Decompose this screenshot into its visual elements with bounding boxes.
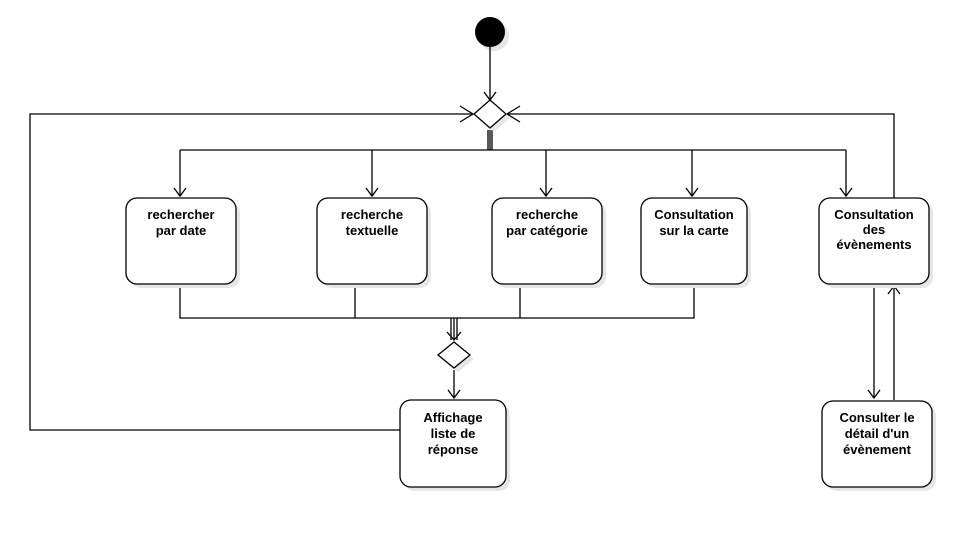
arrowhead xyxy=(447,389,461,400)
activity-label-line: par date xyxy=(156,223,207,238)
arrowhead xyxy=(685,187,699,198)
activity-recherche-textuelle: recherche textuelle xyxy=(316,197,431,288)
edge-results-loop xyxy=(29,113,473,431)
activity-label-line: Consultation xyxy=(654,207,733,222)
activity-label-line: sur la carte xyxy=(659,223,728,238)
activity-label-line: recherche xyxy=(516,207,578,222)
arrowhead xyxy=(839,187,853,198)
merge-node-top xyxy=(473,99,510,132)
arrowhead xyxy=(446,331,462,341)
activity-label-line: des xyxy=(863,222,885,237)
activity-label-line: réponse xyxy=(428,442,479,457)
activity-consulter-le-detail: Consulter le détail d'un évènement xyxy=(821,400,936,491)
activity-consultation-des-evenements: Consultation des évènements xyxy=(818,197,933,288)
arrowhead xyxy=(867,389,881,400)
activity-label-line: Consultation xyxy=(834,207,913,222)
activity-affichage-liste-de-reponse: Affichage liste de réponse xyxy=(399,399,510,491)
activity-label-line: évènements xyxy=(836,237,911,252)
activity-label-line: détail d'un xyxy=(845,426,910,441)
activity-label-line: rechercher xyxy=(147,207,214,222)
activity-consultation-sur-la-carte: Consultation sur la carte xyxy=(640,197,751,288)
arrowhead xyxy=(173,187,187,198)
edges xyxy=(29,47,901,431)
arrowhead xyxy=(539,187,553,198)
activity-rechercher-par-date: rechercher par date xyxy=(125,197,240,288)
activity-label-line: textuelle xyxy=(346,223,399,238)
join-bar xyxy=(179,284,695,319)
activity-label-line: Affichage xyxy=(423,410,482,425)
edge-events-loop xyxy=(507,113,895,198)
start-node xyxy=(475,17,505,47)
arrowhead xyxy=(505,105,521,123)
activity-label-line: liste de xyxy=(431,426,476,441)
arrowhead xyxy=(365,187,379,198)
arrowhead xyxy=(459,105,475,123)
activity-label-line: évènement xyxy=(843,442,912,457)
activity-label-line: par catégorie xyxy=(506,223,588,238)
activity-label-line: Consulter le xyxy=(839,410,914,425)
activity-recherche-par-categorie: recherche par catégorie xyxy=(491,197,606,288)
activity-label-line: recherche xyxy=(341,207,403,222)
merge-node-bottom xyxy=(436,341,474,372)
edge-merge-to-branch xyxy=(487,130,493,150)
